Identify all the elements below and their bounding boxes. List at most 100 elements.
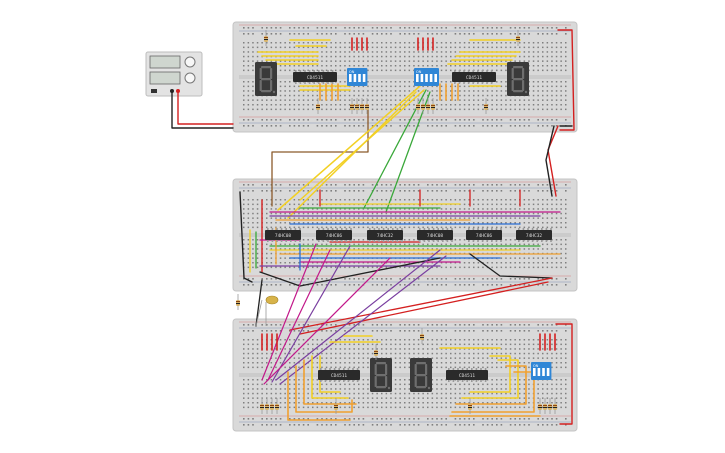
hole [399,212,401,215]
wire[interactable] [469,355,511,393]
wire[interactable] [277,85,421,211]
resistor-icon[interactable] [553,398,557,414]
dip-switch-icon[interactable]: ON [531,362,552,380]
ic-chip[interactable]: CD4511 [293,70,337,84]
resistor-icon[interactable] [236,294,240,310]
dip-switch-toggle[interactable] [416,74,419,82]
wire[interactable] [303,359,357,405]
ic-chip[interactable]: 74HC86 [466,228,502,242]
wire[interactable] [555,323,573,425]
wire[interactable] [255,279,263,327]
wire[interactable] [363,89,427,209]
resistor-icon[interactable] [421,98,425,114]
hole [371,65,374,67]
resistor-icon[interactable] [334,398,338,414]
dip-switch-toggle[interactable] [546,368,550,376]
hole [523,217,526,219]
wire[interactable] [287,91,417,219]
resistor-icon[interactable] [548,398,552,414]
wire[interactable] [287,371,351,421]
ic-chip[interactable]: CD4511 [318,368,360,382]
hole [532,85,535,88]
wire[interactable] [469,253,553,279]
dip-switch-toggle[interactable] [537,368,541,376]
resistor-icon[interactable] [365,98,369,114]
dip-switch-toggle[interactable] [542,368,545,376]
ic-chip[interactable]: 74HC32 [367,228,403,242]
wire[interactable] [267,249,331,381]
led-icon[interactable] [255,295,279,327]
hole [390,125,392,127]
ic-chip[interactable]: CD4511 [452,70,496,84]
wire[interactable] [289,277,553,331]
ic-chip[interactable]: 74HC32 [516,228,552,242]
ic-chip[interactable]: 74HC08 [265,228,301,242]
resistor-icon[interactable] [538,398,542,414]
dip-switch-toggle[interactable] [353,74,357,82]
wire[interactable] [295,365,353,413]
wire[interactable] [239,191,253,283]
resistor-icon[interactable] [350,98,354,114]
dip-switch-toggle[interactable] [362,74,366,82]
resistor-icon[interactable] [374,344,378,360]
resistor-icon[interactable] [416,98,420,114]
dip-switch-toggle[interactable] [349,74,352,82]
wire[interactable] [275,249,441,381]
bottom-breadboard[interactable] [232,318,578,432]
seven-segment-display-icon[interactable] [410,358,432,392]
resistor-icon[interactable] [543,398,547,414]
dip-switch-toggle[interactable] [429,74,433,82]
resistor-icon[interactable] [484,98,488,114]
wire[interactable] [451,371,535,413]
resistor-icon[interactable] [355,98,359,114]
ic-chip[interactable]: CD4511 [446,368,488,382]
ic-chip[interactable]: 74HC08 [417,228,453,242]
power-supply-icon[interactable] [145,51,203,97]
resistor-icon[interactable] [270,398,274,414]
dip-switch-toggle[interactable] [420,74,424,82]
dip-switch-toggle[interactable] [434,74,437,82]
hole [450,108,452,111]
dip-switch-toggle[interactable] [425,74,428,82]
resistor-icon[interactable] [431,98,435,114]
dip-switch-toggle[interactable] [533,368,536,376]
seven-segment-display-icon[interactable] [255,62,277,96]
resistor-icon[interactable] [426,98,430,114]
resistor-icon[interactable] [264,30,268,46]
ic-pin [267,228,269,230]
wire[interactable] [461,359,519,399]
wire[interactable] [171,92,234,129]
hole [344,352,346,355]
resistor-icon[interactable] [420,328,424,344]
wire[interactable] [545,125,555,197]
resistor-icon[interactable] [260,398,264,414]
hole [252,388,254,390]
middle-breadboard[interactable] [232,178,578,292]
resistor-icon[interactable] [316,98,320,114]
resistor-icon[interactable] [275,398,279,414]
wire[interactable] [557,29,575,131]
wire[interactable] [271,245,351,383]
hole [565,94,567,97]
resistor-icon[interactable] [360,98,364,114]
wire[interactable] [261,243,317,381]
dip-switch-icon[interactable]: ON [414,68,439,86]
seven-segment-display-icon[interactable] [507,62,529,96]
dip-switch-icon[interactable]: ON [347,68,368,86]
hole [427,125,429,127]
wire[interactable] [263,257,391,385]
wire[interactable] [177,92,234,125]
resistor-icon[interactable] [265,398,269,414]
hole [537,418,539,420]
wire[interactable] [279,255,447,385]
wire[interactable] [299,281,549,335]
hole [546,397,549,399]
resistor-icon[interactable] [468,398,472,414]
wire[interactable] [455,365,527,405]
resistor-icon[interactable] [516,30,520,46]
ic-chip[interactable]: 74HC86 [316,228,352,242]
wire[interactable] [259,257,441,287]
dip-switch-toggle[interactable] [358,74,361,82]
seven-segment-display-icon[interactable] [370,358,392,392]
